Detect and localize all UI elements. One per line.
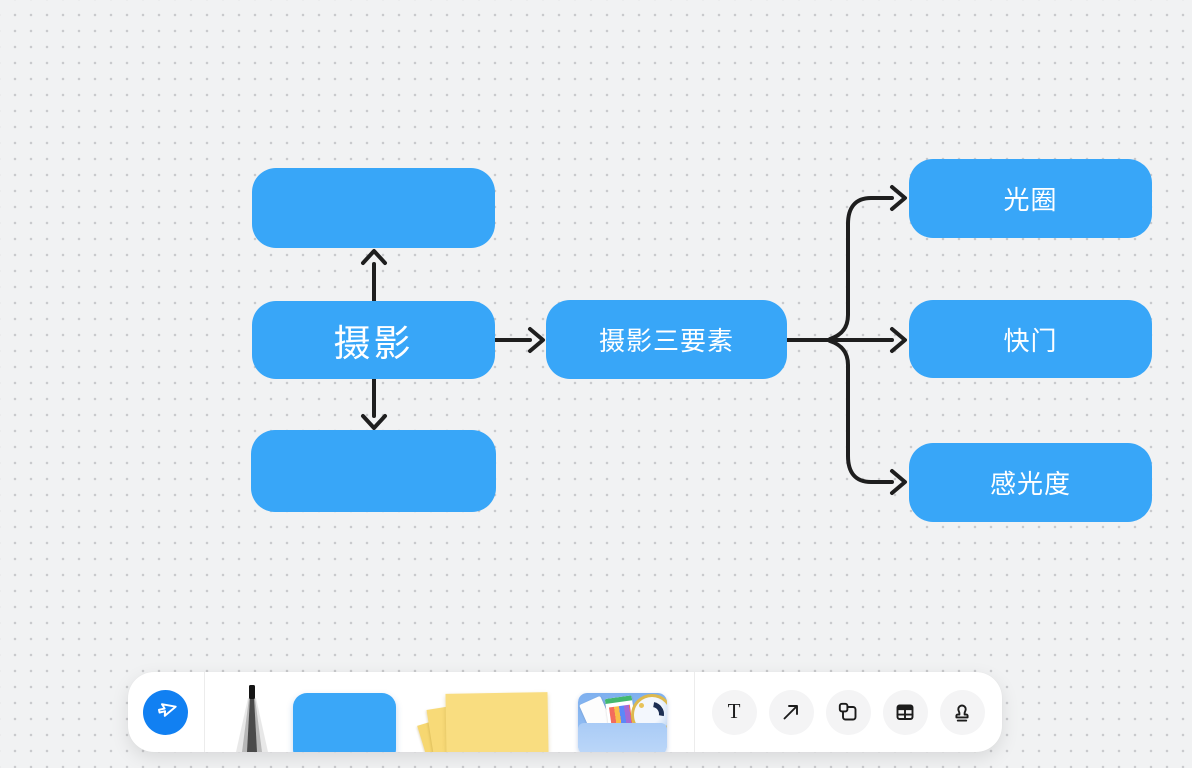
cursor-icon [154, 698, 178, 727]
stamp-icon [955, 704, 969, 722]
table-tool-button[interactable] [882, 689, 928, 735]
node-branch-bottom-left[interactable] [251, 430, 496, 512]
shape-tool[interactable] [293, 693, 396, 752]
connector-three-elements-to-aperture[interactable] [828, 185, 907, 341]
node-photography[interactable]: 摄影 [252, 301, 495, 379]
arrow-icon [783, 705, 798, 720]
pen-tool[interactable] [224, 684, 280, 752]
text-tool-button[interactable]: T [711, 689, 757, 735]
svg-text:T: T [728, 700, 741, 723]
node-three-elements[interactable]: 摄影三要素 [546, 300, 787, 379]
node-iso[interactable]: 感光度 [909, 443, 1152, 522]
bottom-toolbar: T [128, 672, 1002, 752]
connector-root-to-top[interactable] [361, 249, 387, 303]
node-aperture[interactable]: 光圈 [909, 159, 1152, 238]
media-kit-tool[interactable] [578, 693, 667, 752]
frame-icon [838, 702, 857, 721]
media-box-pocket [578, 723, 667, 752]
node-branch-top-left[interactable] [252, 168, 495, 248]
stamp-tool-button[interactable] [939, 689, 985, 735]
connector-three-elements-to-iso[interactable] [828, 339, 907, 495]
sticky-note-tool[interactable] [417, 686, 549, 752]
connector-root-to-three-elements[interactable] [493, 327, 545, 353]
frame-tool-button[interactable] [825, 689, 871, 735]
connector-root-to-bottom[interactable] [361, 377, 387, 430]
pen-icon [236, 685, 268, 752]
connector-tool-button[interactable] [768, 689, 814, 735]
select-tool-button[interactable] [143, 690, 188, 735]
node-shutter[interactable]: 快门 [909, 300, 1152, 378]
table-icon [896, 704, 914, 720]
toolbar-divider [204, 672, 205, 752]
sticky-note-sheet [445, 692, 549, 752]
text-icon: T [728, 700, 741, 723]
toolbar-divider [694, 672, 695, 752]
connector-three-elements-to-shutter[interactable] [785, 327, 907, 353]
toolbar-button-group: T [694, 672, 1002, 752]
